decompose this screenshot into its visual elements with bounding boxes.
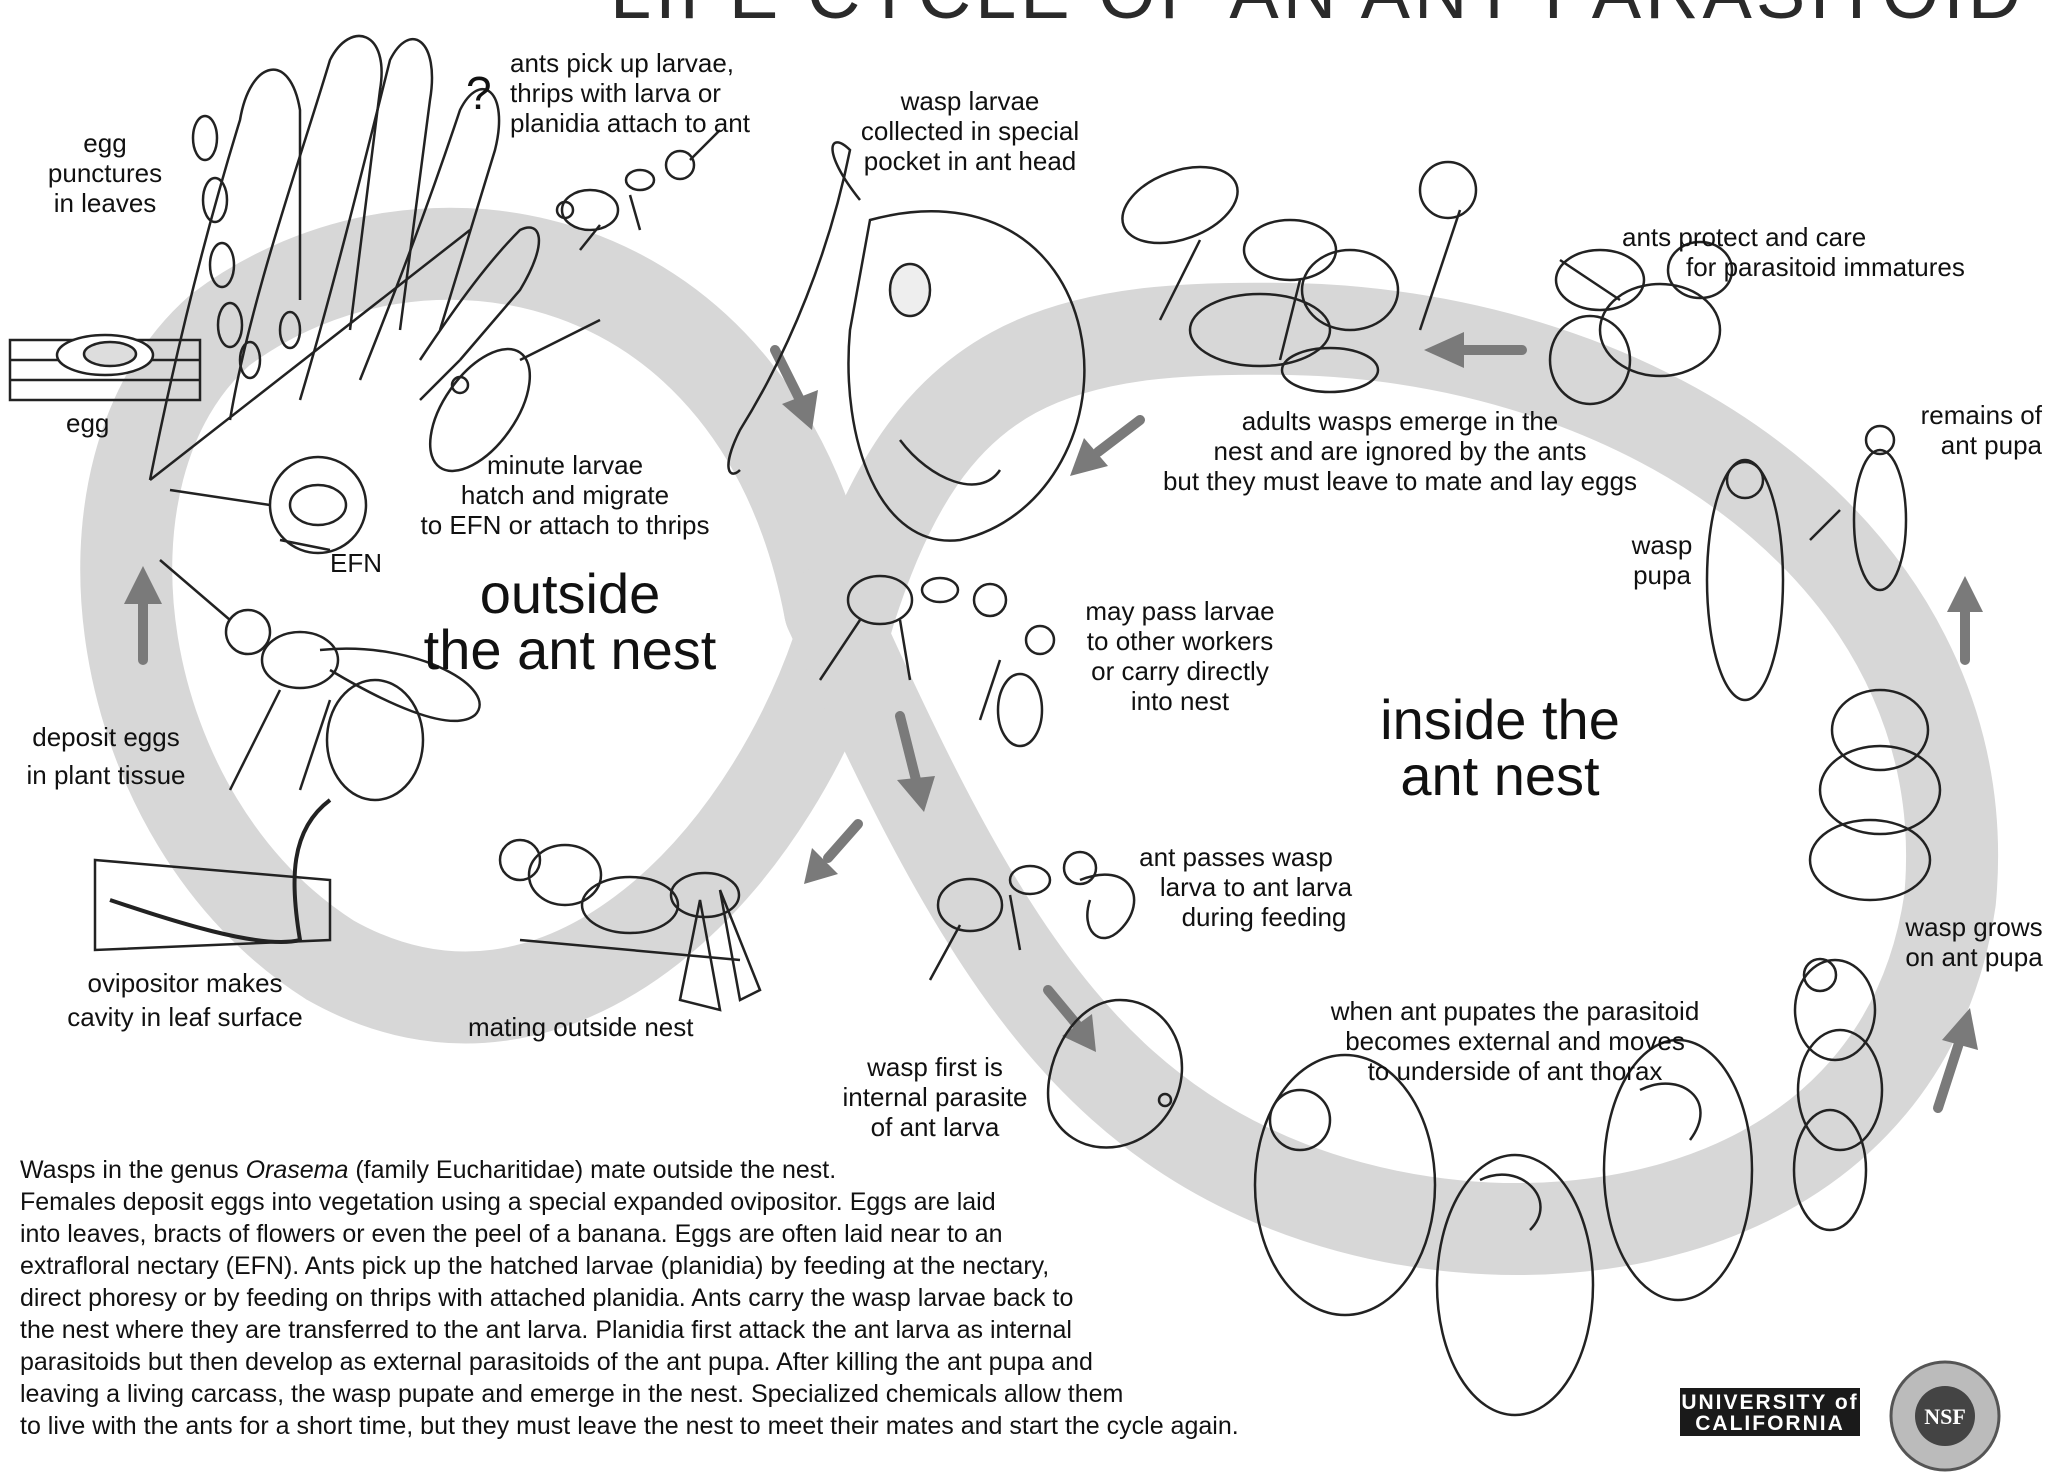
arrow-out-of-nest [1070, 420, 1140, 476]
label-mating: mating outside nest [468, 1012, 693, 1042]
label-ants-pick-up: ants pick up larvae,thrips with larva or… [510, 48, 750, 138]
life-cycle-diagram: LIFE CYCLE OF AN ANT PARASITOID outsidet… [0, 0, 2058, 1432]
nsf-logo: NSF [1885, 1356, 2005, 1476]
label-egg: egg [66, 408, 109, 438]
label-efn: EFN [330, 548, 382, 578]
arrow-to-mating [804, 824, 858, 884]
description-line-3: into leaves, bracts of flowers or even t… [20, 1218, 1340, 1250]
diagram-title: LIFE CYCLE OF AN ANT PARASITOID [610, 0, 2025, 30]
description-line-5: direct phoresy or by feeding on thrips w… [20, 1282, 1340, 1314]
description-line-6: the nest where they are transferred to t… [20, 1314, 1340, 1346]
svg-text:NSF: NSF [1924, 1404, 1966, 1429]
description-line-7: parasitoids but then develop as external… [20, 1346, 1340, 1378]
question-mark: ? [466, 70, 492, 116]
description-line-2: Females deposit eggs into vegetation usi… [20, 1186, 1340, 1218]
description-line-4: extrafloral nectary (EFN). Ants pick up … [20, 1250, 1340, 1282]
description-paragraph: Wasps in the genus Orasema (family Eucha… [20, 1154, 1340, 1442]
efn-detail [170, 457, 366, 553]
description-line-1: Wasps in the genus Orasema (family Eucha… [20, 1154, 1340, 1186]
description-line-8: leaving a living carcass, the wasp pupat… [20, 1378, 1340, 1410]
description-line-9: to live with the ants for a short time, … [20, 1410, 1340, 1442]
arrow-up-right-upper [1947, 576, 1983, 660]
